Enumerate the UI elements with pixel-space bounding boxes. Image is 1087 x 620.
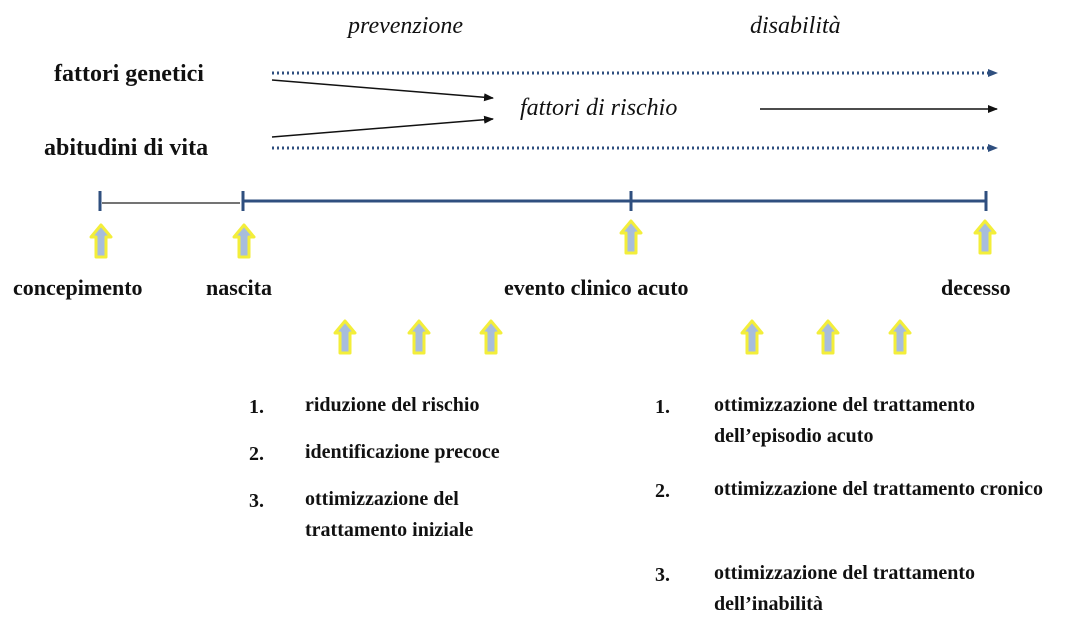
up-arrow-concepimento bbox=[89, 223, 113, 259]
disability-header: disabilità bbox=[750, 13, 841, 39]
genetic-to-risk-arrow bbox=[271, 79, 494, 102]
right-list-number: 3. bbox=[655, 564, 670, 586]
right-list-item: ottimizzazione del trattamento dell’inab… bbox=[714, 562, 976, 615]
risk-factors-label: fattori di rischio bbox=[520, 95, 678, 121]
up-arrow-nascita bbox=[232, 223, 256, 259]
left-list-number: 2. bbox=[249, 443, 264, 465]
up-arrow-evento bbox=[619, 219, 643, 255]
right-list-item: ottimizzazione del trattamento dell’epis… bbox=[714, 394, 976, 447]
left-list-item: identificazione precoce bbox=[305, 441, 500, 463]
up-arrow-prevention-3 bbox=[479, 319, 503, 355]
up-arrow-prevention-2 bbox=[407, 319, 431, 355]
timeline-label-decesso: decesso bbox=[941, 275, 1011, 300]
up-arrow-decesso bbox=[973, 219, 997, 255]
prevention-header: prevenzione bbox=[348, 13, 464, 39]
up-arrow-prevention-1 bbox=[333, 319, 357, 355]
left-list-item: riduzione del rischio bbox=[305, 394, 480, 416]
up-arrow-disability-1 bbox=[740, 319, 764, 355]
lifestyle-to-risk-arrow bbox=[271, 115, 494, 138]
genetic-factors-label: fattori genetici bbox=[54, 61, 204, 87]
up-arrow-disability-3 bbox=[888, 319, 912, 355]
up-arrow-disability-2 bbox=[816, 319, 840, 355]
left-list-number: 3. bbox=[249, 490, 264, 512]
right-list-number: 2. bbox=[655, 480, 670, 502]
left-list-item: ottimizzazione del trattamento iniziale bbox=[305, 488, 474, 541]
timeline-label-evento: evento clinico acuto bbox=[504, 275, 689, 300]
lifestyle-label: abitudini di vita bbox=[44, 135, 209, 161]
timeline-label-nascita: nascita bbox=[206, 275, 272, 300]
right-list-item: ottimizzazione del trattamento cronico bbox=[714, 478, 1043, 500]
right-list-number: 1. bbox=[655, 396, 670, 418]
timeline-label-concepimento: concepimento bbox=[13, 275, 143, 300]
left-list-number: 1. bbox=[249, 396, 264, 418]
